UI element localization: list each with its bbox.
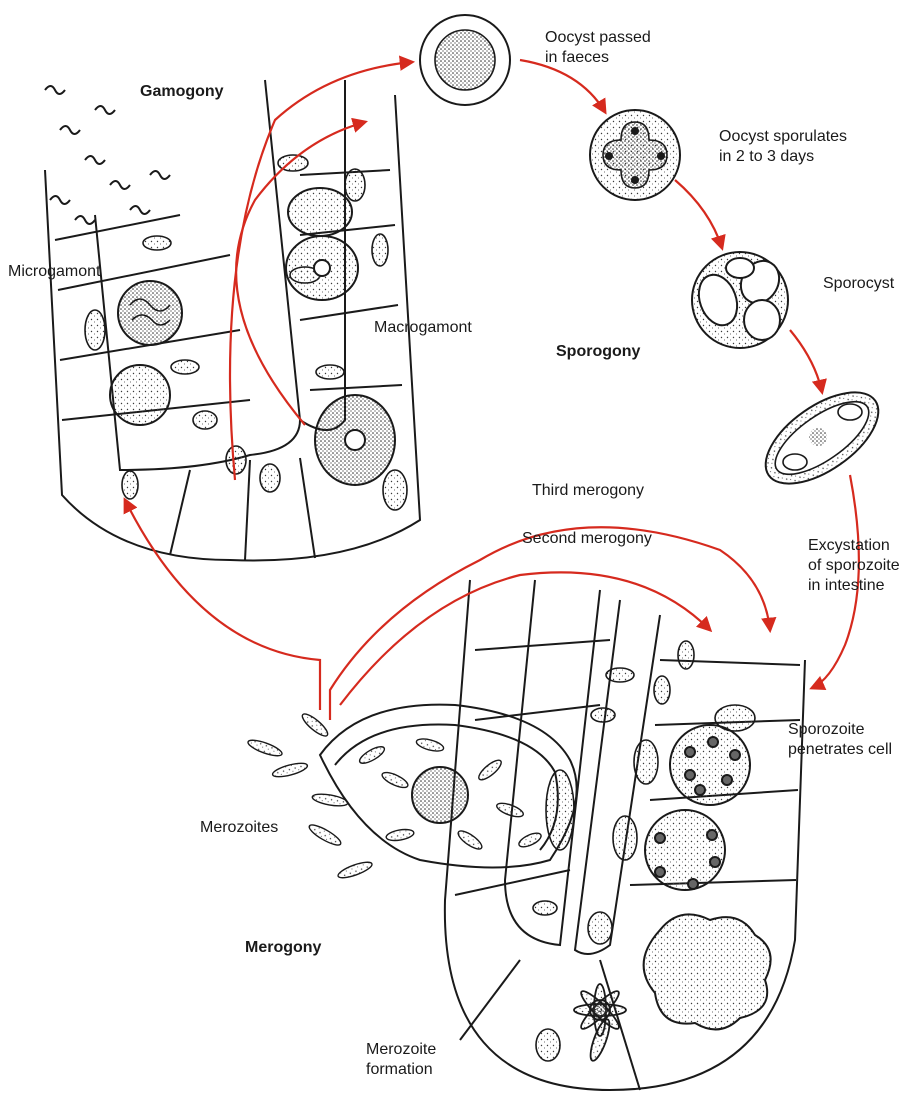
microgamont-cell (118, 281, 182, 345)
label-second-merogony: Second merogony (522, 529, 652, 549)
arrow-sporocyst-to-excystation (790, 330, 822, 392)
stage-label-sporogony: Sporogony (556, 342, 640, 362)
arrow-to-microgamont (125, 500, 320, 710)
label-sporocyst: Sporocyst (823, 274, 894, 294)
sporocyst-oocyst (692, 252, 788, 348)
label-excystation: Excystation of sporozoite in intestine (808, 536, 900, 596)
merozoite-releasing-cell (320, 705, 577, 868)
microgametes-tuft (45, 86, 170, 224)
label-microgamont: Microgamont (8, 262, 100, 282)
merozoites-cluster (246, 711, 543, 881)
stage-label-gamogony: Gamogony (140, 82, 224, 102)
oocyst-passed (420, 15, 510, 105)
stage-label-merogony: Merogony (245, 938, 321, 958)
macrogamete-early (110, 365, 170, 425)
label-macrogamont: Macrogamont (374, 318, 472, 338)
label-sporozoite-penetrates: Sporozoite penetrates cell (788, 720, 892, 760)
excysting-sporocyst (750, 375, 893, 502)
label-oocyst-passed: Oocyst passed in faeces (545, 28, 651, 68)
label-oocyst-sporulates: Oocyst sporulates in 2 to 3 days (719, 127, 847, 167)
arrow-sporulating-to-sporocyst (675, 180, 722, 248)
label-third-merogony: Third merogony (532, 481, 644, 501)
schizont-stages (644, 725, 771, 1029)
label-merozoites: Merozoites (200, 818, 278, 838)
label-merozoite-formation: Merozoite formation (366, 1040, 436, 1080)
merozoite-rosette (574, 984, 626, 1063)
oocyst-sporulating (590, 110, 680, 200)
